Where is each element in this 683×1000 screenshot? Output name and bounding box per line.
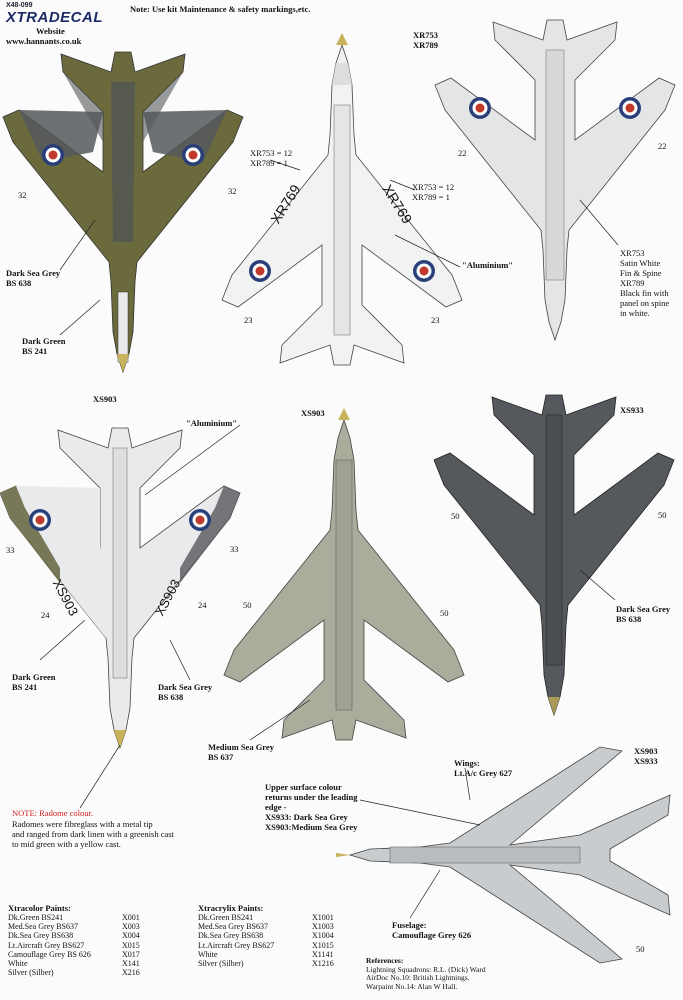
label-fuselage: Fuselage: Camouflage Grey 626 bbox=[392, 920, 472, 941]
label-aluminium-2: "Aluminium" bbox=[186, 418, 238, 428]
decal-number: 50 bbox=[440, 608, 449, 618]
roundel-icon bbox=[42, 144, 64, 166]
reference-line: AirDoc No.10: British Lightnings. bbox=[366, 973, 470, 983]
note-body: Radomes were fibreglass with a metal tip… bbox=[12, 819, 174, 850]
reference-line: Warpaint No.14: Alan W Hall. bbox=[366, 981, 458, 991]
roundel-icon bbox=[182, 144, 204, 166]
note-title: NOTE: Radome colour. bbox=[12, 808, 93, 818]
label-xr753-note: XR753 Satin White Fin & Spine XR789 Blac… bbox=[620, 248, 670, 319]
decal-number: 22 bbox=[658, 141, 667, 151]
aircraft-6-dark-sea-grey bbox=[433, 394, 675, 716]
label-medium-sea-grey: Medium Sea Grey BS 637 bbox=[208, 742, 274, 763]
website-url[interactable]: www.hannants.co.uk bbox=[6, 36, 82, 47]
serial-top-center-1: XR753 bbox=[413, 30, 439, 40]
aircraft-4-camo-aluminium bbox=[0, 427, 241, 749]
aircraft-3-aluminium bbox=[434, 19, 676, 341]
roundel-icon bbox=[619, 97, 641, 119]
decal-number: 50 bbox=[451, 511, 460, 521]
references: References: Lightning Squadrons: R.L. (D… bbox=[366, 956, 486, 992]
label-dark-sea-grey-1: Dark Sea Grey BS 638 bbox=[6, 268, 61, 289]
serial-bottom-right-2: XS933 bbox=[634, 756, 658, 766]
aircraft-7-lt-grey bbox=[336, 746, 671, 964]
aircraft-2-underside bbox=[221, 33, 463, 366]
label-xr-codes-left: XR753 = 12 XR789 = 1 bbox=[250, 148, 293, 169]
decal-number: 24 bbox=[198, 600, 207, 610]
decal-number: 23 bbox=[244, 315, 253, 325]
label-xr-codes-right: XR753 = 12 XR789 = 1 bbox=[412, 182, 455, 203]
roundel-icon bbox=[413, 260, 435, 282]
product-code: X48-099 bbox=[6, 2, 33, 9]
serial-middle-left: XS903 bbox=[93, 394, 117, 404]
decal-number: 32 bbox=[18, 190, 27, 200]
label-dark-green-2: Dark Green BS 241 bbox=[12, 672, 56, 693]
decal-number: 24 bbox=[41, 610, 50, 620]
brand-name: XTRADECAL bbox=[6, 9, 103, 26]
roundel-icon bbox=[469, 97, 491, 119]
decal-number: 33 bbox=[6, 545, 15, 555]
label-aluminium-1: "Aluminium" bbox=[462, 260, 514, 270]
aircraft-1-camo bbox=[2, 51, 244, 373]
table-row: Silver (Silber)X1216 bbox=[198, 958, 334, 968]
website-label: Website bbox=[36, 26, 65, 36]
label-dark-sea-grey-3: Dark Sea Grey BS 638 bbox=[616, 604, 671, 625]
decal-number: 50 bbox=[636, 944, 645, 954]
serial-top-center-2: XR789 bbox=[413, 40, 439, 50]
serial-middle-center: XS903 bbox=[301, 408, 325, 418]
table-row: Silver (Silber)X216 bbox=[8, 968, 140, 978]
decal-number: 50 bbox=[658, 510, 667, 520]
aircraft-5-medium-sea-grey bbox=[223, 408, 465, 741]
references-heading: References: bbox=[366, 956, 404, 965]
roundel-icon bbox=[189, 509, 211, 531]
reference-line: Lightning Squadrons: R.L. (Dick) Ward bbox=[366, 964, 486, 974]
roundel-icon bbox=[249, 260, 271, 282]
xtracolor-heading: Xtracolor Paints: bbox=[8, 903, 71, 913]
decal-number: 50 bbox=[243, 600, 252, 610]
brand-logo: X48-099 XTRADECAL Website www.hannants.c… bbox=[6, 2, 116, 62]
serial-bottom-right-1: XS903 bbox=[634, 746, 658, 756]
decal-number: 22 bbox=[458, 148, 467, 158]
serial-middle-right: XS933 bbox=[620, 405, 644, 415]
label-upper-surface: Upper surface colour returns under the l… bbox=[265, 782, 358, 833]
xtracrylix-heading: Xtracrylix Paints: bbox=[198, 903, 264, 913]
label-dark-sea-grey-2: Dark Sea Grey BS 638 bbox=[158, 682, 213, 703]
note-header: Note: Use kit Maintenance & safety marki… bbox=[130, 4, 311, 14]
decal-number: 32 bbox=[228, 186, 237, 196]
decal-number: 23 bbox=[431, 315, 440, 325]
label-dark-green-1: Dark Green BS 241 bbox=[22, 336, 66, 357]
label-wings: Wings: Lt.A/c Grey 627 bbox=[454, 758, 513, 779]
roundel-icon bbox=[29, 509, 51, 531]
decal-number: 33 bbox=[230, 544, 239, 554]
